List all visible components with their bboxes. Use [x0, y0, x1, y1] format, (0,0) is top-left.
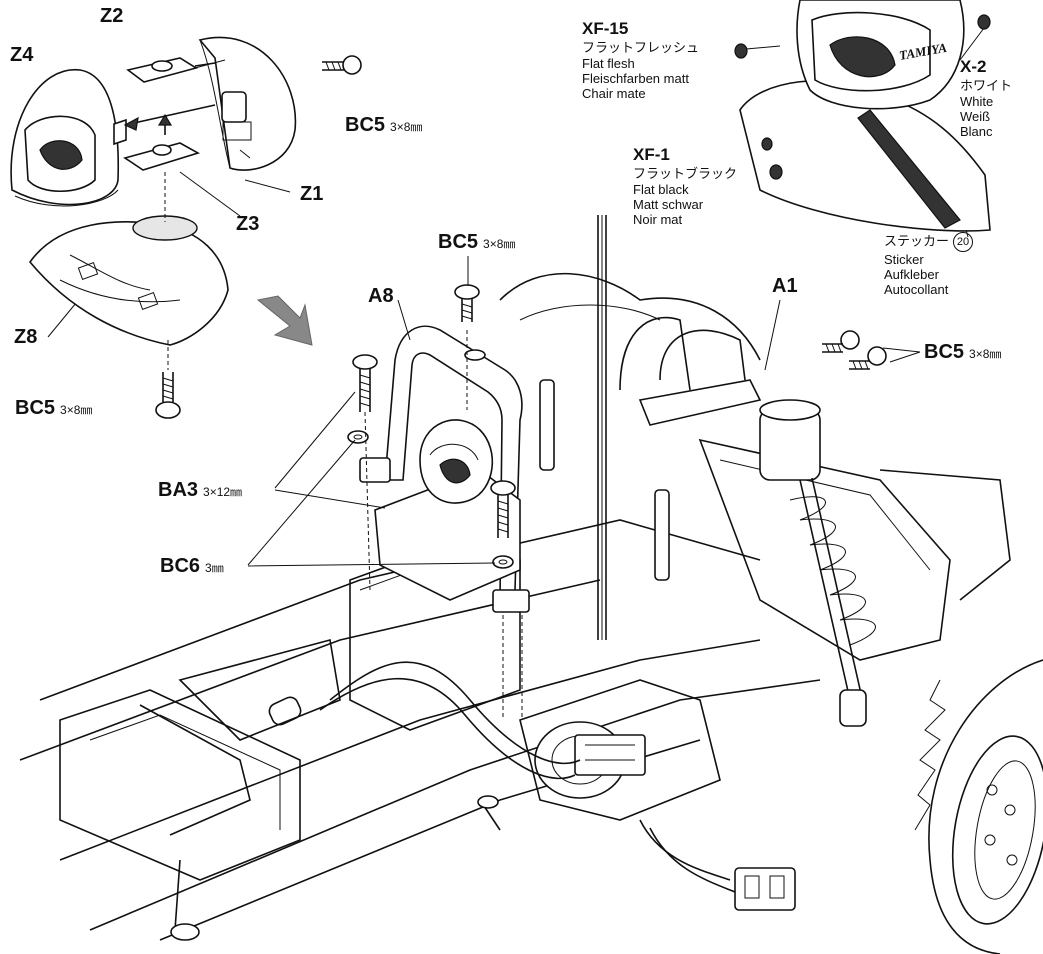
- part-label-z4: Z4: [10, 44, 34, 66]
- paint-name-fr: Chair mate: [582, 86, 646, 101]
- part-label-a8: A8: [368, 285, 394, 307]
- paint-callout-xf1: XF-1 フラットブラック Flat black Matt schwar Noi…: [633, 146, 737, 227]
- paint-name-en: Flat black: [633, 182, 689, 197]
- driver-paint-guide: TAMIYA: [734, 0, 991, 232]
- paint-callout-xf15: XF-15 フラットフレッシュ Flat flesh Fleischfarben…: [582, 20, 699, 101]
- part-label-a1: A1: [772, 275, 798, 297]
- paint-code: XF-1: [633, 145, 670, 164]
- paint-name-de: Weiß: [960, 109, 991, 124]
- sticker-label-en: Sticker: [884, 252, 924, 267]
- sticker-number-badge: 20: [953, 232, 974, 252]
- helmet-exploded: [10, 36, 362, 419]
- paint-name-fr: Blanc: [960, 124, 993, 139]
- paint-name-de: Fleischfarben matt: [582, 71, 689, 86]
- paint-name-ja: フラットフレッシュ: [582, 40, 700, 55]
- sticker-label-de: Aufkleber: [884, 267, 939, 282]
- paint-name-ja: ホワイト: [960, 78, 1013, 93]
- paint-name-fr: Noir mat: [633, 212, 683, 227]
- paint-name-en: White: [960, 94, 994, 109]
- paint-callout-x2: X-2 ホワイト White Weiß Blanc: [960, 58, 1012, 139]
- driver-figure-mounted: [374, 419, 521, 601]
- paint-name-en: Flat flesh: [582, 56, 635, 71]
- part-label-z1: Z1: [300, 183, 324, 205]
- part-label-z8: Z8: [14, 326, 38, 348]
- sticker-label-fr: Autocollant: [884, 282, 949, 297]
- paint-name-de: Matt schwar: [633, 197, 704, 212]
- paint-code: X-2: [960, 57, 987, 76]
- screws-mounted: [347, 284, 887, 720]
- part-label-z3: Z3: [236, 213, 260, 235]
- part-label-z2: Z2: [100, 5, 124, 27]
- paint-name-ja: フラットブラック: [633, 166, 738, 181]
- chassis-drawing: [19, 215, 1043, 954]
- paint-code: XF-15: [582, 19, 629, 38]
